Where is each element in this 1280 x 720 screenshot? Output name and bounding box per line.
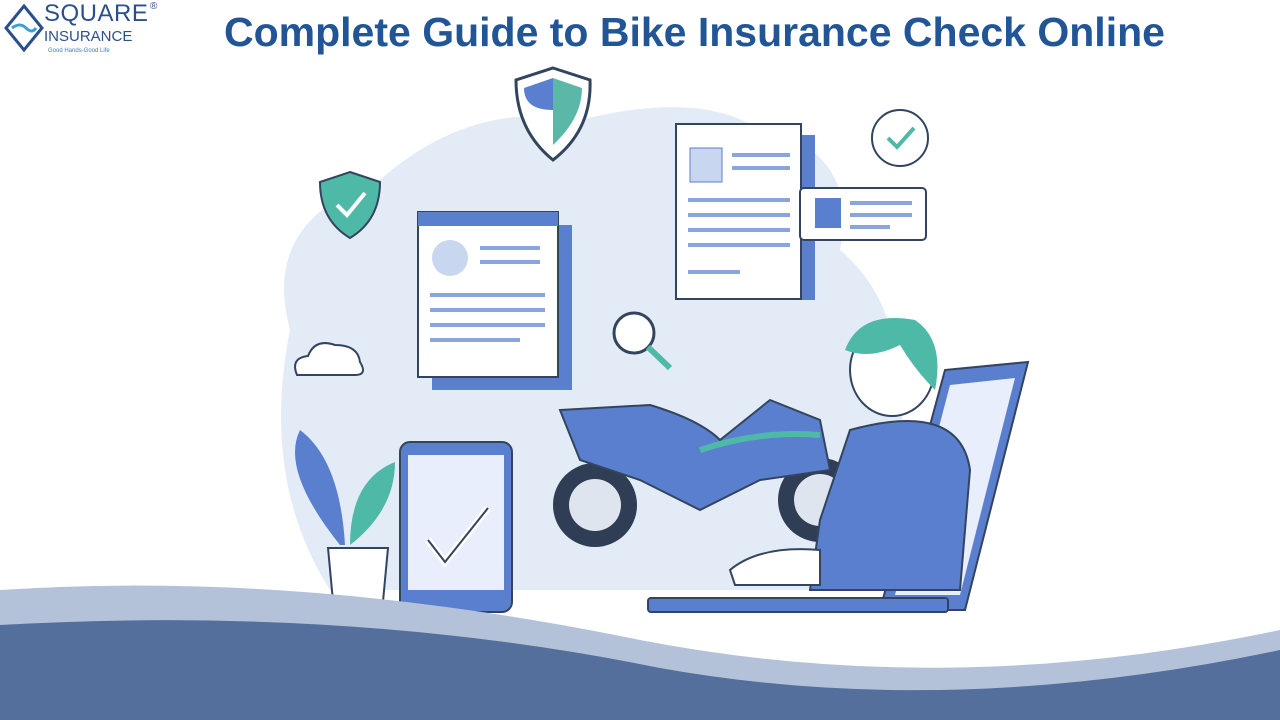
shield-icon [514, 66, 592, 162]
bottom-wave [0, 620, 1280, 720]
person-icon [728, 318, 972, 591]
chat-check-icon [871, 109, 929, 167]
magnifier-icon [612, 311, 673, 371]
document-left-icon [417, 211, 572, 390]
document-right-icon [675, 123, 815, 300]
logo-text-square: SQUARE [44, 0, 149, 27]
phone-check-icon [399, 441, 513, 613]
cloud-icon [294, 342, 365, 376]
brand-logo[interactable]: SQUARE ® INSURANCE Good Hands-Good Life [4, 2, 164, 60]
page-title: Complete Guide to Bike Insurance Check O… [224, 9, 1165, 55]
logo-text-insurance: INSURANCE [44, 28, 133, 45]
motorcycle-icon [553, 398, 862, 547]
logo-tagline: Good Hands-Good Life [48, 48, 110, 54]
id-card-bubble-icon [799, 187, 927, 241]
registered-mark: ® [150, 1, 158, 12]
logo-diamond-icon [4, 4, 44, 53]
shield-check-icon [318, 170, 382, 240]
